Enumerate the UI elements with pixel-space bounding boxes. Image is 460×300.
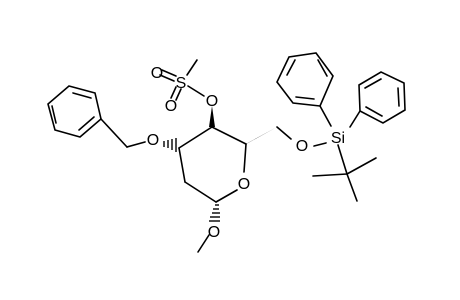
bond-tbu-methyl-2 [346,157,377,175]
atom-o-methoxy: O [208,224,220,241]
bond-tbu-methyl-3 [346,173,358,202]
bond-phenyl-ch2 [100,118,128,148]
bond-phenyl-si2-inner-1 [364,78,382,89]
bond-c2-c1 [184,181,217,203]
bond-si-phenyl-1 [319,105,332,127]
bond-s-o-bottom-1 [170,86,177,99]
atom-o-mesylate-ester: O [206,93,218,110]
bond-phenyl-si2-ring [358,71,406,124]
bond-ome-methyl [197,234,210,253]
bond-tbu-methyl-1 [312,173,348,177]
bond-phenyl-si1-ring [276,52,334,107]
bonds [47,52,406,253]
bond-mesyl-methyl [186,59,198,76]
bond-phenyl-si1-inner-3 [317,59,328,77]
atom-o-benzyl: O [147,132,159,149]
atom-labels: O S O O O O O Si O [147,65,345,241]
bond-s-o-bottom-2 [175,88,182,101]
bond-phenyl-si1-inner-1 [295,96,315,100]
bond-oring-c5 [243,143,247,173]
hash-c3-obenzyl [163,138,177,152]
atom-o-sulfonyl-top: O [151,65,163,82]
bond-phenyl-left-inner-3 [51,105,57,124]
stereo-bonds [163,106,277,222]
bond-osilyl-si [313,142,327,147]
atom-o-ring: O [238,176,250,193]
atom-o-sulfonyl-bottom: O [165,98,177,115]
bond-s-o-ester [187,85,205,97]
bond-c4-c5 [211,126,247,145]
bond-ch2-obenzyl [126,141,146,148]
wedge-c5-c6 [244,127,277,145]
hash-c1-omethyl [209,204,220,222]
bond-phenyl-si2-inner-3 [365,106,383,117]
bond-c6-osilyl [276,126,292,140]
bond-phenyl-si2-inner-2 [397,87,400,107]
bond-phenyl-left-inner-1 [72,92,92,99]
bond-s-o-top-2 [159,74,175,82]
bond-phenyl-left-inner-2 [78,116,95,131]
atom-o-silyl-ether: O [296,138,308,155]
bond-si-tbutyl [337,144,348,175]
bond-c1-oring [215,189,238,203]
bond-si-phenyl-2 [349,110,361,128]
atom-s: S [176,75,187,92]
atom-si: Si [331,130,345,147]
bond-phenyl-left-ring [47,85,102,138]
bond-c3-c2 [178,147,186,183]
bond-s-o-top-1 [161,69,177,77]
wedge-c4-omesyl [209,106,215,127]
bond-c4-c3 [178,126,213,149]
bond-phenyl-si1-inner-2 [286,59,296,76]
